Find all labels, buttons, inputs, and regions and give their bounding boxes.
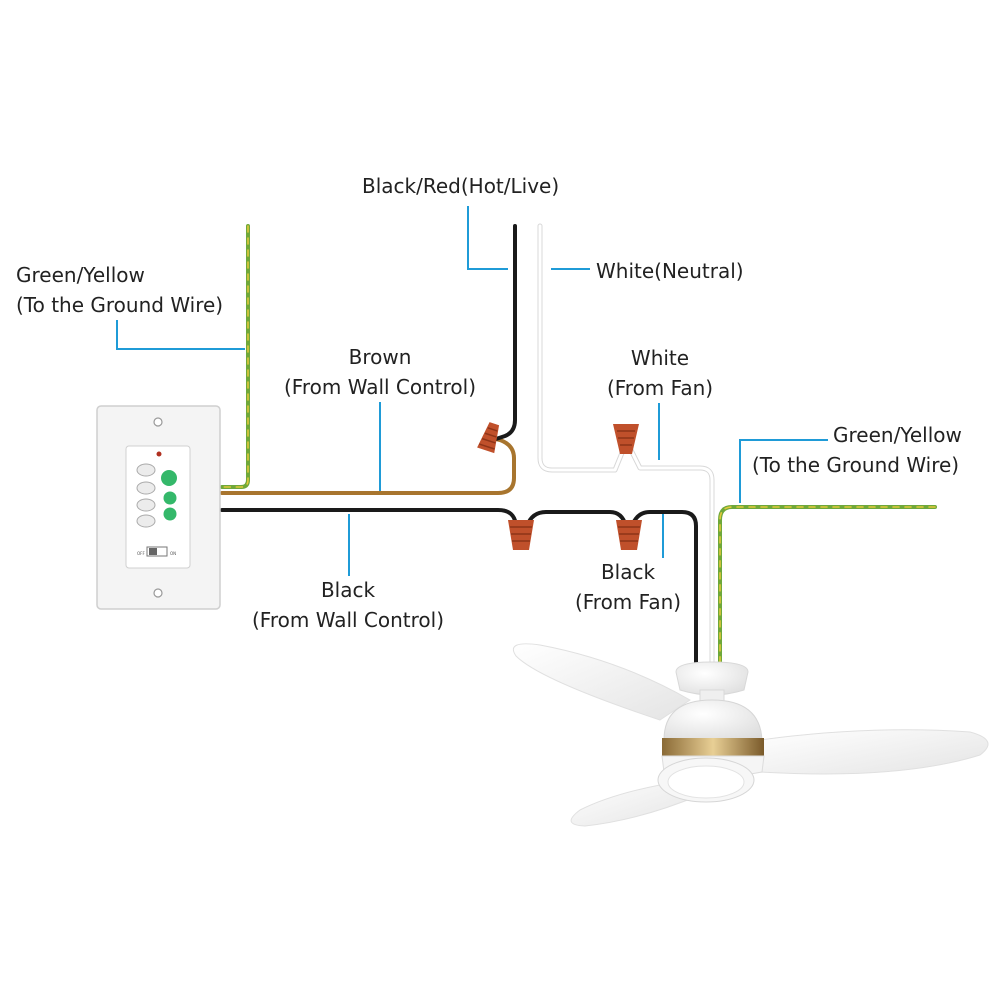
speed-button-4[interactable] [136,514,156,528]
ground-wire-left [220,224,250,489]
label-black-wall-line1: Black [320,578,376,602]
fan-blade-left [512,643,691,721]
callout-lines [116,206,828,576]
ceiling-fan [512,643,989,827]
wire-nut-black-right [616,520,642,550]
label-hot-live: Black/Red(Hot/Live) [362,174,560,198]
fan-gold-trim [662,738,764,756]
speed-button-2[interactable] [136,481,156,495]
light-button[interactable] [163,491,177,505]
callout-ground-right [739,439,828,503]
power-button[interactable] [161,470,177,486]
label-ground-right-line1: Green/Yellow [833,423,962,447]
plate-screw-bottom [153,588,163,598]
slide-switch-knob [149,548,157,555]
wire-nut-hot-brown [477,422,500,454]
label-black-wall-line2: (From Wall Control) [251,608,445,632]
ground-wire-right [718,505,937,664]
label-brown-line2: (From Wall Control) [283,375,477,399]
brown-wire [220,436,516,495]
wires [220,223,937,665]
dimmer-button[interactable] [163,507,177,521]
hot-wire [494,224,517,441]
speed-button-1[interactable] [136,463,156,477]
label-brown-line1: Brown [348,345,412,369]
plate-screw-top [153,417,163,427]
fan-blade-right [759,729,989,775]
label-ground-left-line1: Green/Yellow [16,263,145,287]
black-wall-wire [220,508,520,530]
black-fan-wire [630,510,698,664]
switch-label-off: OFF [137,551,145,556]
white-fan-wire [627,445,715,665]
label-ground-right-line2: (To the Ground Wire) [752,453,960,477]
black-jumper-wire [525,510,628,528]
indicator-light [156,451,162,457]
label-black-fan-line2: (From Fan) [574,590,682,614]
wire-nut-neutral [613,424,639,454]
label-black-fan-line1: Black [600,560,656,584]
switch-label-on: ON [170,551,176,556]
speed-button-3[interactable] [136,498,156,512]
callout-hot-live [467,206,508,270]
label-white-fan-line1: White [630,346,690,370]
label-neutral: White(Neutral) [596,259,744,283]
callout-ground-left [116,320,245,350]
fan-motor-housing [663,699,763,741]
wall-control: OFF ON [96,405,221,610]
label-white-fan-line2: (From Fan) [606,376,714,400]
label-ground-left-line2: (To the Ground Wire) [16,293,224,317]
wire-nut-black-left [508,520,534,550]
